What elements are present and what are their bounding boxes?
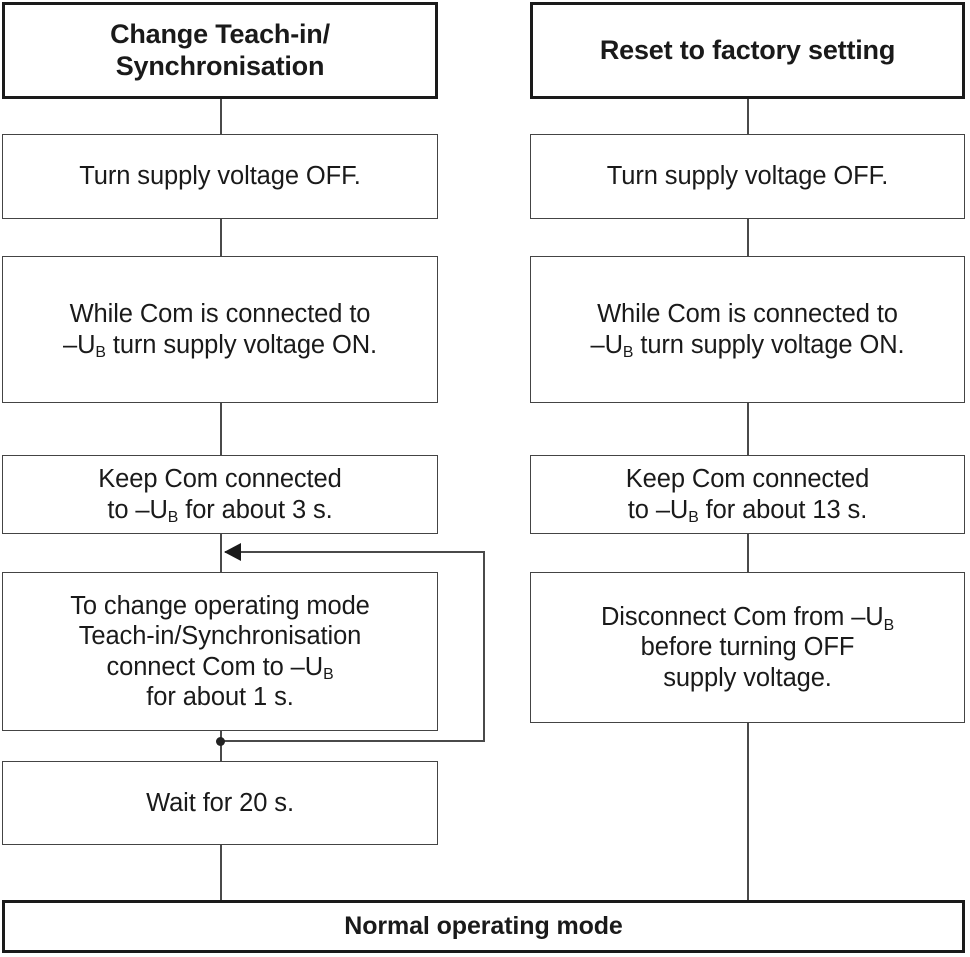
subscript-b: B (95, 343, 106, 361)
connector-left-step4-to-step5 (220, 730, 222, 762)
connector-left-step2-to-step3 (220, 402, 222, 456)
connector-left-step1-to-step2 (220, 218, 222, 257)
loop-junction-dot (216, 737, 225, 746)
connector-right-step2-to-step3 (747, 402, 749, 456)
node-left-step5[interactable]: Wait for 20 s. (2, 761, 438, 845)
loop-right-vertical (483, 551, 485, 742)
subscript-b: B (622, 343, 634, 361)
connector-right-step3-to-step4 (747, 533, 749, 574)
node-right-step2-label: While Com is connected to–UB turn supply… (590, 300, 905, 361)
connector-right-step1-to-step2 (747, 218, 749, 257)
loop-arrowhead-icon (224, 543, 241, 561)
loop-top-horizontal (225, 551, 485, 553)
connector-left-header-to-step1 (220, 98, 222, 134)
node-left-header-label: Change Teach-in/Synchronisation (110, 18, 330, 81)
connector-right-step4-to-footer (747, 722, 749, 902)
subscript-b: B (883, 616, 895, 634)
subscript-b: B (167, 508, 179, 526)
node-left-step2[interactable]: While Com is connected to–UB turn supply… (2, 256, 438, 403)
node-right-step2[interactable]: While Com is connected to–UB turn supply… (530, 256, 965, 403)
loop-bottom-horizontal (220, 740, 485, 742)
connector-left-step5-to-footer (220, 845, 222, 902)
node-left-step1[interactable]: Turn supply voltage OFF. (2, 134, 438, 219)
subscript-b: B (688, 508, 699, 526)
node-left-step5-label: Wait for 20 s. (146, 788, 294, 817)
node-left-header[interactable]: Change Teach-in/Synchronisation (2, 2, 438, 99)
node-left-step2-label: While Com is connected to–UB turn supply… (63, 300, 377, 361)
connector-left-step3-to-step4 (220, 533, 222, 574)
connector-right-header-to-step1 (747, 98, 749, 134)
node-footer-label: Normal operating mode (344, 911, 623, 940)
node-left-step1-label: Turn supply voltage OFF. (79, 162, 361, 191)
node-footer-normal-operating-mode[interactable]: Normal operating mode (2, 900, 965, 953)
subscript-b: B (323, 665, 334, 683)
node-right-step1-label: Turn supply voltage OFF. (606, 162, 889, 191)
node-right-step1[interactable]: Turn supply voltage OFF. (530, 134, 965, 219)
node-right-header-label: Reset to factory setting (599, 34, 896, 65)
node-right-header[interactable]: Reset to factory setting (530, 2, 965, 99)
